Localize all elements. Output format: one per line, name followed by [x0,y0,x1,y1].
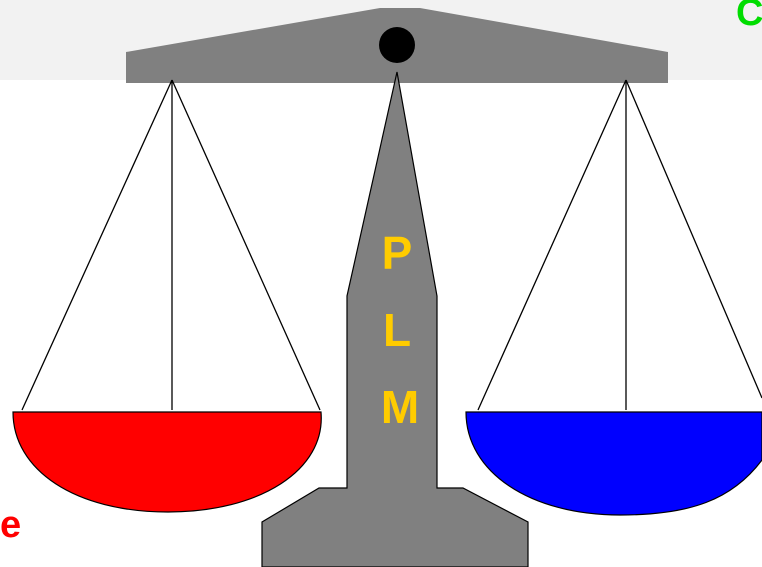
left-edge-text: e [0,506,21,544]
pillar-label-letter-p: P [367,230,427,276]
pillar-label-letter-m: M [370,384,430,430]
right-edge-text: C [736,0,762,32]
right-pan [466,412,762,515]
left-pan-strings [22,80,320,410]
pillar-label-letter-l: L [367,307,427,353]
pivot-circle [379,27,415,63]
left-pan [13,412,321,512]
right-pan-strings [478,80,762,410]
